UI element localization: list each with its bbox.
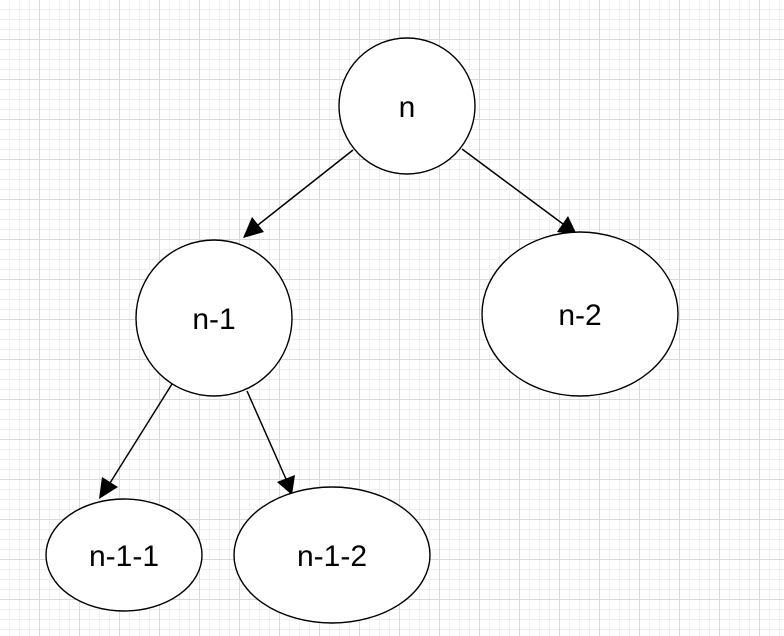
- arrow-head: [557, 216, 577, 235]
- edge-n-1-to-n-1-2: [246, 390, 295, 495]
- node-shape: [135, 239, 293, 397]
- node-shape: [233, 486, 431, 624]
- arrow-head: [243, 217, 264, 238]
- edge-line: [461, 148, 564, 225]
- arrow-head: [277, 475, 295, 495]
- edge-line: [246, 390, 287, 480]
- node-label: n-2: [558, 299, 601, 332]
- node-label: n-1-2: [297, 540, 367, 573]
- node-shape: [338, 37, 476, 175]
- node-n[interactable]: n: [338, 37, 476, 175]
- arrow-head: [99, 477, 118, 499]
- node-label: n-1: [192, 303, 235, 336]
- node-n-1[interactable]: n-1: [135, 239, 293, 397]
- node-n-1-1[interactable]: n-1-1: [45, 498, 203, 612]
- node-n-2[interactable]: n-2: [481, 231, 679, 397]
- node-shape: [481, 231, 679, 397]
- edge-n-1-to-n-1-1: [99, 383, 173, 499]
- edges: [99, 148, 577, 499]
- edge-n-to-n-2: [461, 148, 577, 235]
- node-shape: [45, 498, 203, 612]
- edge-line: [257, 149, 354, 226]
- node-n-1-2[interactable]: n-1-2: [233, 486, 431, 624]
- edge-n-to-n-1: [243, 149, 354, 238]
- node-label: n: [399, 91, 416, 124]
- edge-line: [109, 383, 173, 484]
- node-label: n-1-1: [89, 540, 159, 573]
